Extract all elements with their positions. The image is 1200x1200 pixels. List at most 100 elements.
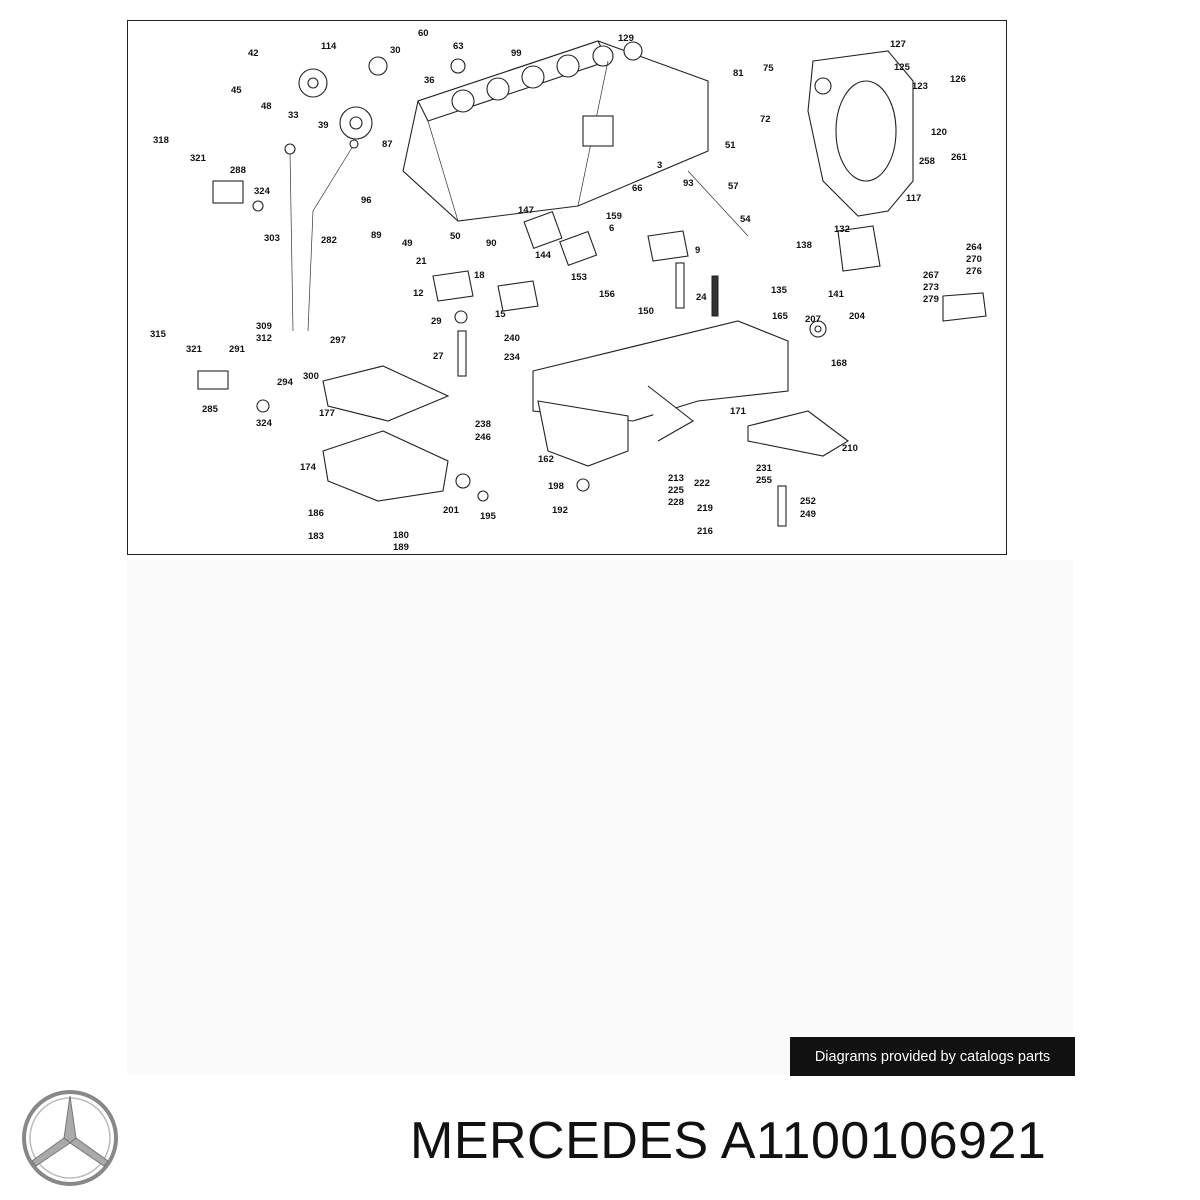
callout-label-c171: 171 [730,406,747,417]
callout-label-c207: 207 [805,314,821,325]
callout-label-c96: 96 [361,195,372,206]
callout-label-c141: 141 [828,289,845,300]
callout-label-c87: 87 [382,139,393,150]
mercedes-star-icon [20,1088,120,1188]
callout-label-c276: 276 [966,266,982,277]
callout-label-c27: 27 [433,351,444,362]
callout-label-c63: 63 [453,41,464,52]
callout-label-c303: 303 [264,233,280,244]
callout-label-c321a: 321 [190,153,207,164]
callout-label-c127: 127 [890,39,906,50]
callout-label-c252: 252 [800,496,816,507]
callout-label-c315: 315 [150,329,167,340]
callout-label-c162: 162 [538,454,554,465]
callout-label-c29: 29 [431,316,442,327]
callout-label-c168: 168 [831,358,847,369]
callout-label-c125: 125 [894,62,911,73]
callout-label-c144: 144 [535,250,552,261]
callout-label-c309: 309 [256,321,272,332]
callout-label-c117: 117 [906,193,921,204]
callout-label-c81: 81 [733,68,744,79]
callout-label-c75: 75 [763,63,774,74]
callout-label-c198: 198 [548,481,564,492]
callout-label-c210: 210 [842,443,858,454]
callout-label-c267: 267 [923,270,939,281]
callout-label-c291: 291 [229,344,246,355]
callout-label-c246: 246 [475,432,491,443]
callout-label-c132: 132 [834,224,850,235]
callout-label-c50: 50 [450,231,461,242]
callout-label-c324a: 324 [254,186,271,197]
callout-label-c234: 234 [504,352,521,363]
callout-label-c33: 33 [288,110,299,121]
callout-label-c261: 261 [951,152,968,163]
callout-label-c159: 159 [606,211,622,222]
callout-label-c219: 219 [697,503,713,514]
callout-label-c180: 180 [393,530,409,541]
callout-label-c321b: 321 [186,344,203,355]
callout-label-c9: 9 [695,245,700,256]
callout-label-c6: 6 [609,223,614,234]
callout-label-c72: 72 [760,114,771,125]
callout-label-c147: 147 [518,205,534,216]
callout-label-c39: 39 [318,120,329,131]
callout-label-c51: 51 [725,140,736,151]
callout-label-c183: 183 [308,531,324,542]
callout-label-c213: 213 [668,473,684,484]
engine-block-drawing [197,40,987,527]
callout-label-c48: 48 [261,101,272,112]
callout-label-c15: 15 [495,309,506,320]
callout-label-c123: 123 [912,81,928,92]
callout-label-c258: 258 [919,156,935,167]
callout-label-c36: 36 [424,75,435,86]
callout-label-c288: 288 [230,165,246,176]
callout-label-c60: 60 [418,28,429,39]
callout-label-c54: 54 [740,214,751,225]
part-title: MERCEDES A1100106921 [410,1112,1047,1170]
callout-label-c18: 18 [474,270,485,281]
callout-label-c66: 66 [632,183,643,194]
callout-label-c153: 153 [571,272,587,283]
empty-area [127,560,1073,1075]
callout-label-c192: 192 [552,505,568,516]
callout-label-c216: 216 [697,526,713,537]
callout-label-c297: 297 [330,335,346,346]
callout-label-c57: 57 [728,181,739,192]
callout-label-c189: 189 [393,542,409,553]
callout-label-c204: 204 [849,311,866,322]
callout-label-c255: 255 [756,475,773,486]
callout-label-c177: 177 [319,408,335,419]
callout-label-c225: 225 [668,485,685,496]
callout-label-c195: 195 [480,511,497,522]
callout-label-c114: 114 [321,41,337,52]
callout-label-c12: 12 [413,288,424,299]
callout-label-c222: 222 [694,478,710,489]
callout-label-c3: 3 [657,160,662,171]
callout-label-c49: 49 [402,238,413,249]
callout-label-c282: 282 [321,235,337,246]
callout-label-c45: 45 [231,85,242,96]
callout-label-c285: 285 [202,404,219,415]
callout-label-c42: 42 [248,48,259,59]
callout-label-c24: 24 [696,292,707,303]
callout-label-c279: 279 [923,294,939,305]
callout-label-c186: 186 [308,508,324,519]
callout-label-c156: 156 [599,289,615,300]
callout-label-c273: 273 [923,282,939,293]
callout-label-c21: 21 [416,256,427,267]
callout-label-c201: 201 [443,505,460,516]
callout-label-c174: 174 [300,462,317,473]
callout-label-c165: 165 [772,311,789,322]
callout-label-c228: 228 [668,497,684,508]
callout-label-c240: 240 [504,333,520,344]
callout-label-c126: 126 [950,74,966,85]
callout-label-c300: 300 [303,371,319,382]
callout-label-c312: 312 [256,333,272,344]
callout-label-c231: 231 [756,463,773,474]
callout-label-c318: 318 [153,135,169,146]
callout-label-c99: 99 [511,48,522,59]
callout-label-c93: 93 [683,178,694,189]
callout-label-c249: 249 [800,509,816,520]
